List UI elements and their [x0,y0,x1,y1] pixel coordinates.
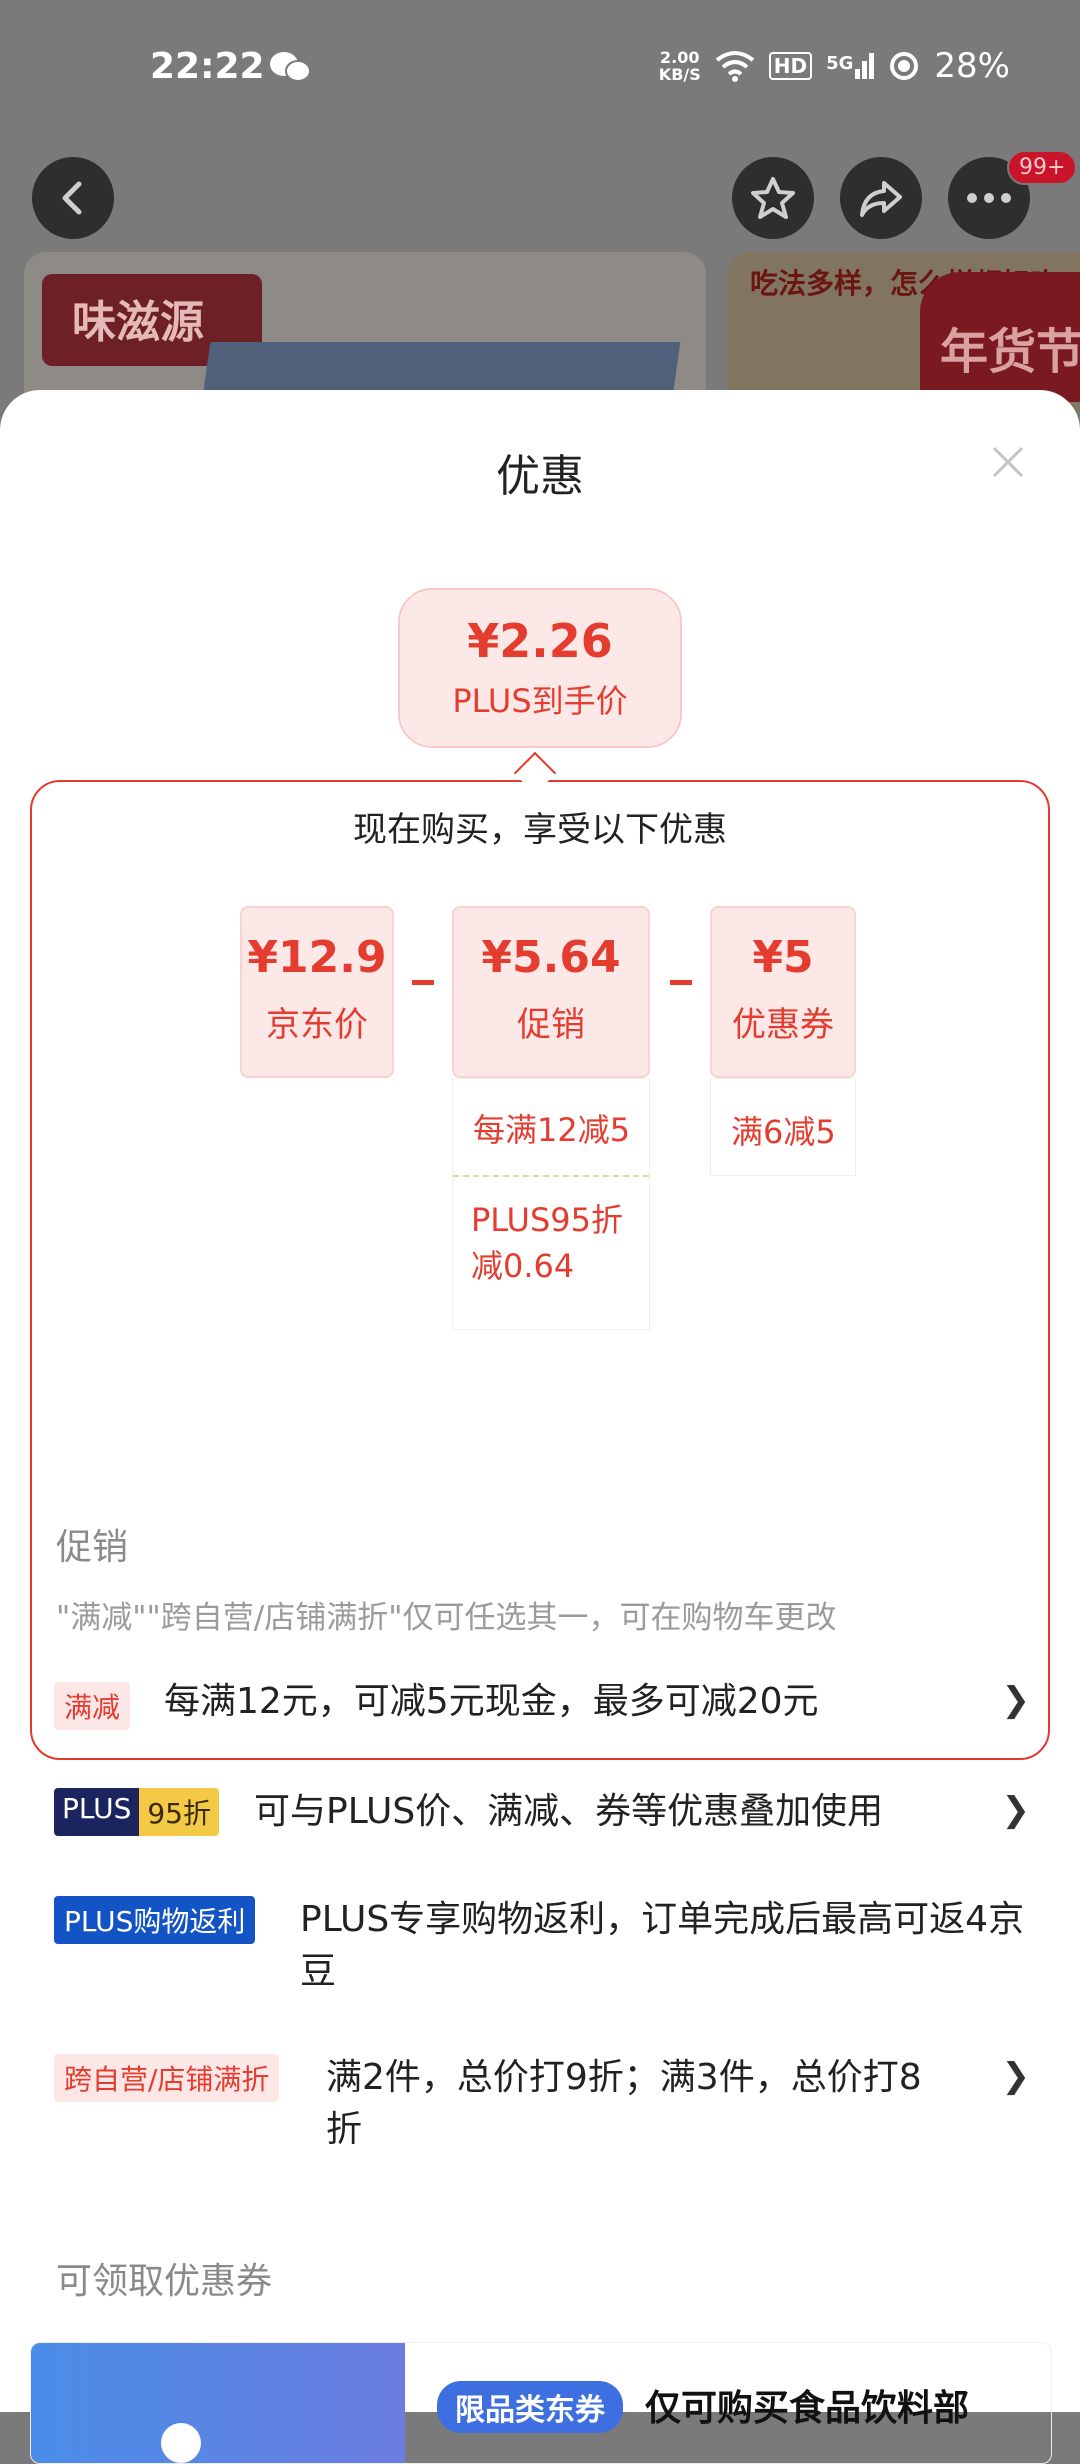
promo-row-cross-store[interactable]: 跨自营/店铺满折 满2件，总价打9折；满3件，总价打8折 ❯ [0,2052,1080,2162]
coupon-value-panel [31,2343,405,2463]
share-icon [860,181,902,217]
promo-text: 可与PLUS价、满减、券等优惠叠加使用 [254,1791,884,1832]
signal-icon: 5G [826,53,875,79]
promo-row-full-reduction[interactable]: 满减 每满12元，可减5元现金，最多可减20元 ❯ [0,1680,1080,1750]
promo-tag: 满减 [54,1682,131,1730]
promo-tag: PLUS购物返利 [54,1896,256,1944]
close-icon[interactable] [988,442,1028,482]
promotions-title: 促销 [56,1527,129,1568]
sheet-title: 优惠 [496,451,584,502]
final-price: ¥2.26 [467,614,613,668]
promotion-detail-item: PLUS95折减0.64 [471,1201,623,1285]
minus-sign [670,980,692,985]
final-price-badge: ¥2.26 PLUS到手价 [398,588,682,748]
coupon-detail-item: 满6减5 [731,1113,836,1151]
chevron-right-icon: ❯ [1001,1680,1031,1720]
promotion-card: ¥5.64 促销 [452,906,650,1078]
discount-sheet: 优惠 ¥2.26 PLUS到手价 现在购买，享受以下优惠 ¥12.9 京东价 ¥… [0,390,1080,2464]
coupon-details: 满6减5 [710,1078,856,1176]
promotion-label: 促销 [517,1005,585,1045]
chevron-right-icon: ❯ [1001,1790,1031,1830]
product-image-main: 味滋源 [24,252,706,412]
promo-tag: 跨自营/店铺满折 [54,2054,280,2102]
coupon-amount: ¥5 [752,932,814,983]
promo-text: 满2件，总价打9折；满3件，总价打8折 [326,2057,922,2150]
minus-sign [412,980,434,985]
wechat-icon [270,52,311,82]
promo-text: PLUS专享购物返利，订单完成后最高可返4京豆 [300,1899,1025,1992]
promo-row-plus-rebate: PLUS购物返利 PLUS专享购物返利，订单完成后最高可返4京豆 [0,1894,1080,2004]
final-price-label: PLUS到手价 [452,682,628,720]
promotions-note: "满减""跨自营/店铺满折"仅可任选其一，可在购物车更改 [56,1600,837,1636]
promotion-detail-item: 每满12减5 [473,1111,631,1149]
network-speed: 2.00 KB/S [658,48,701,84]
coupon-item[interactable]: 限品类东券 仅可购买食品饮料部 [30,2342,1052,2464]
product-image-secondary: 吃法多样，怎么样都好吃 年货节 [728,252,1080,412]
battery-percent: 28% [934,46,1010,86]
coupon-card: ¥5 优惠券 [710,906,856,1078]
jd-price-label: 京东价 [266,1005,368,1045]
chevron-right-icon: ❯ [1001,2056,1031,2096]
promotion-details: 每满12减5 PLUS95折减0.64 [452,1078,650,1330]
hd-icon: HD [768,52,813,80]
share-button[interactable] [840,157,922,239]
jd-price-card: ¥12.9 京东价 [240,906,394,1078]
festival-tag: 年货节 [920,272,1080,402]
jd-price-amount: ¥12.9 [247,932,387,983]
wifi-icon [715,51,754,82]
more-icon [967,193,1011,203]
chevron-left-icon [62,181,82,215]
promo-text: 每满12元，可减5元现金，最多可减20元 [164,1681,819,1722]
favorite-button[interactable] [732,157,814,239]
dashed-divider [453,1175,649,1177]
battery-icon [890,52,919,80]
status-bar: 22:22 2.00 KB/S HD 5G 28% [0,0,1080,140]
back-button[interactable] [32,157,114,239]
coupon-label: 优惠券 [732,1005,834,1045]
coupons-title: 可领取优惠券 [56,2261,273,2302]
status-time: 22:22 [150,46,265,87]
breakdown-heading: 现在购买，享受以下优惠 [353,810,727,850]
promotion-amount: ¥5.64 [481,932,621,983]
coupon-title: 仅可购买食品饮料部 [645,2388,970,2429]
star-icon [751,177,795,219]
message-badge: 99+ [1007,150,1078,185]
coupon-type-tag: 限品类东券 [437,2381,623,2433]
